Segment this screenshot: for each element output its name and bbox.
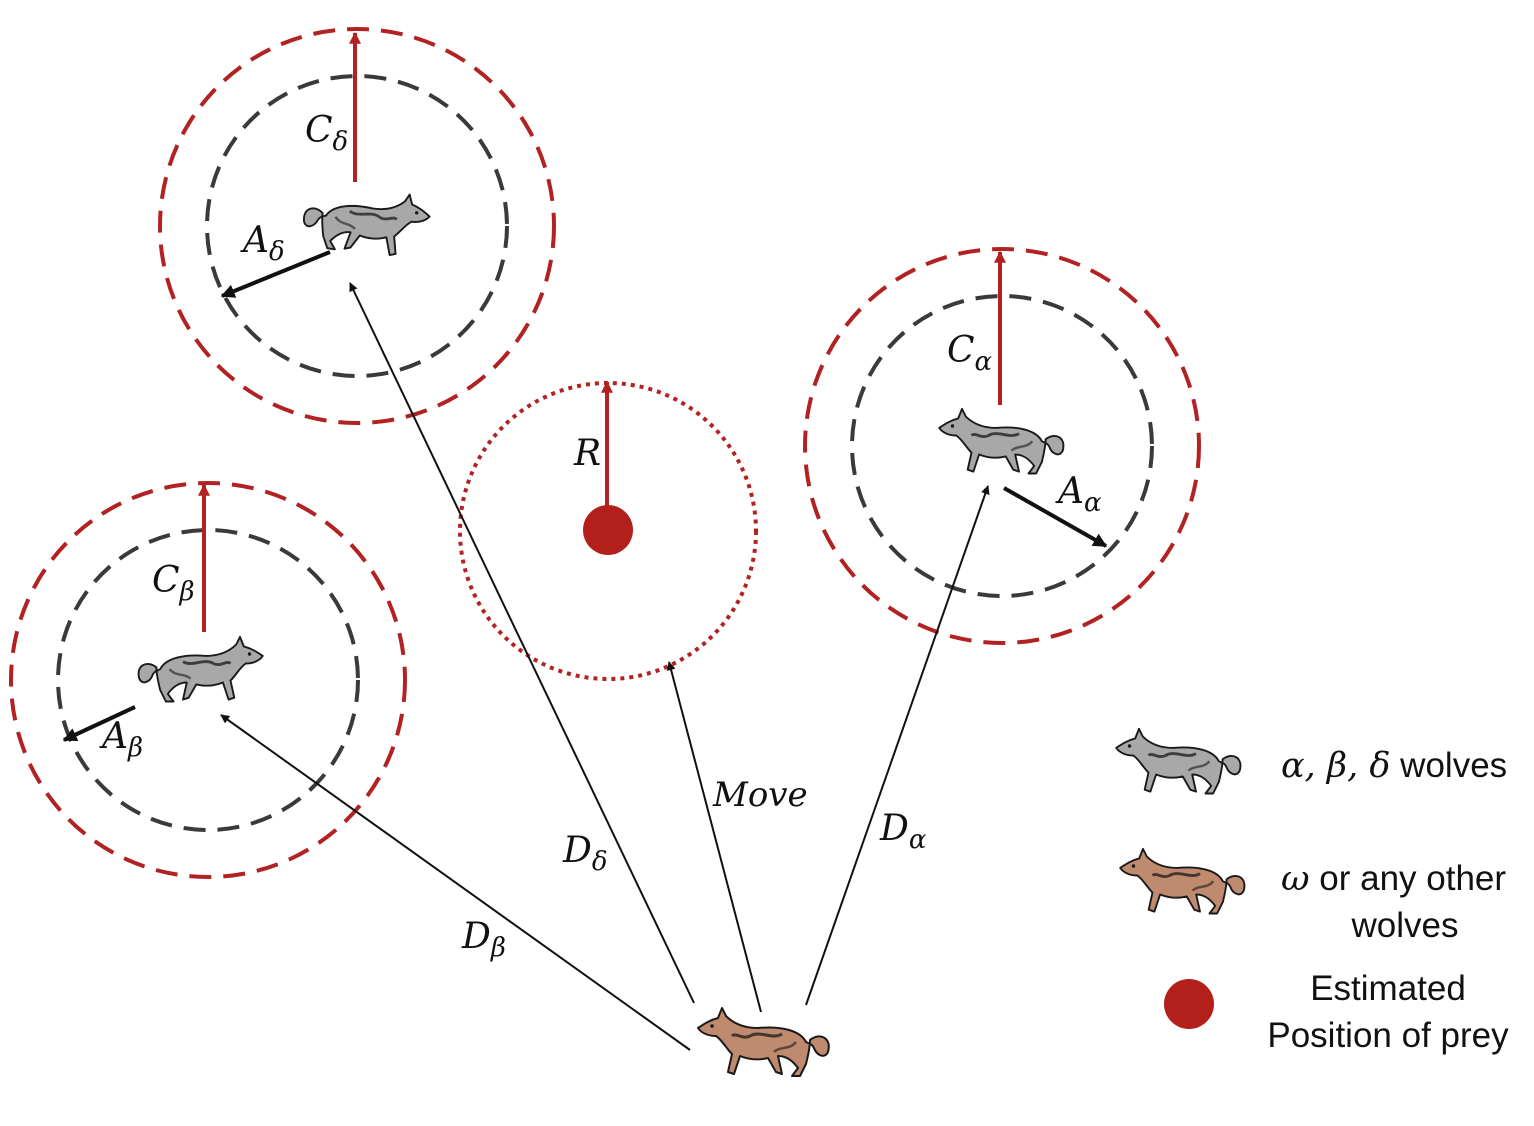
legend-omega-wolf-icon <box>1118 847 1246 915</box>
legend-prey-dot <box>1164 979 1214 1029</box>
legend: α, β, δ wolves ω or any other wolves Est… <box>1114 727 1509 1055</box>
legend-prey-text-line1: Estimated <box>1310 969 1466 1008</box>
beta-inner-ring <box>56 528 360 832</box>
distance-arrows: Dδ Move Dα Dβ <box>220 282 990 1051</box>
beta-a-label: Aβ <box>99 716 143 763</box>
delta-outer-ring <box>158 27 556 425</box>
alpha-wolf-group: Cα Aα <box>803 247 1201 645</box>
omega-wolf-icon <box>696 1006 831 1078</box>
beta-wolf-icon <box>137 635 265 703</box>
beta-wolf-group: Cβ Aβ <box>9 481 407 879</box>
prey-position-dot <box>583 505 633 555</box>
legend-leader-text: α, β, δ wolves <box>1281 746 1507 786</box>
alpha-outer-ring <box>803 247 1201 645</box>
delta-c-label: Cδ <box>305 110 348 157</box>
alpha-wolf-icon <box>937 407 1065 475</box>
r-label: R <box>573 433 601 474</box>
delta-wolf-group: Cδ Aδ <box>158 27 556 425</box>
legend-leader-wolf-icon <box>1114 727 1242 795</box>
alpha-a-label: Aα <box>1055 471 1102 518</box>
alpha-inner-ring <box>850 294 1154 598</box>
beta-outer-ring <box>9 481 407 879</box>
legend-omega-text-line2: wolves <box>1351 906 1459 945</box>
legend-prey-text-line2: Position of prey <box>1267 1016 1509 1055</box>
d-beta-label: Dβ <box>461 916 506 963</box>
d-delta-arrow <box>349 282 695 1004</box>
beta-a-arrow <box>62 705 136 742</box>
alpha-a-arrow <box>1003 486 1108 548</box>
alpha-c-label: Cα <box>947 330 993 377</box>
d-delta-label: Dδ <box>562 830 608 877</box>
legend-omega-text-line1: ω or any other <box>1281 859 1506 899</box>
prey-dotted-ring <box>458 381 758 681</box>
delta-wolf-icon <box>298 178 434 264</box>
move-arrow <box>666 661 762 1013</box>
d-alpha-label: Dα <box>879 808 927 855</box>
move-label: Move <box>712 775 808 815</box>
beta-c-label: Cβ <box>152 560 195 607</box>
delta-a-label: Aδ <box>240 220 285 267</box>
delta-a-arrow <box>220 250 331 298</box>
d-beta-arrow <box>220 714 691 1051</box>
delta-inner-ring <box>205 74 509 378</box>
prey-estimate-group: R <box>458 380 758 681</box>
d-alpha-arrow <box>805 485 990 1006</box>
